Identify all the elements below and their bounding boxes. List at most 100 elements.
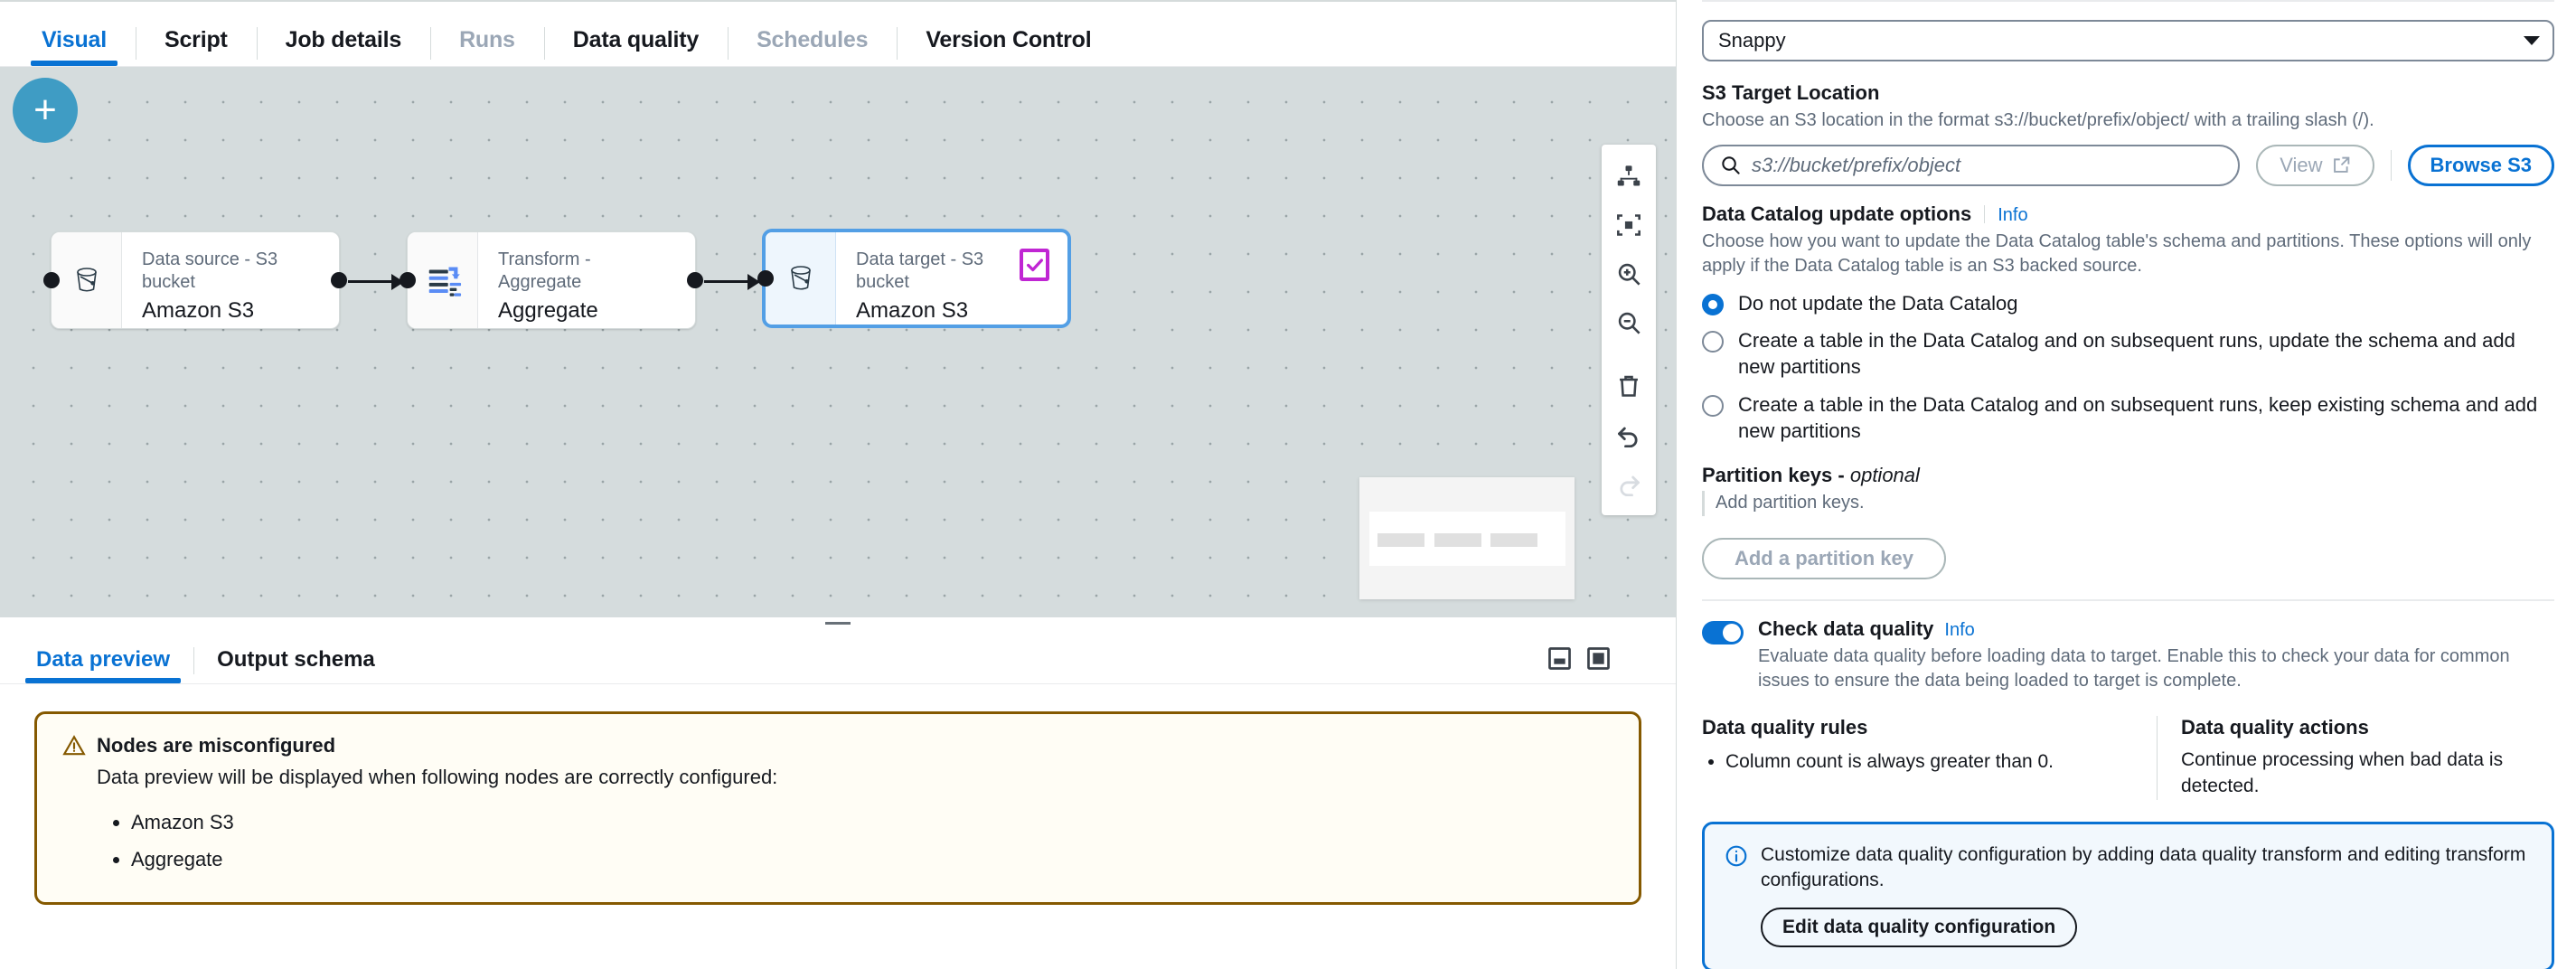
radio-option-update-schema[interactable]: Create a table in the Data Catalog and o… [1702,327,2554,381]
data-quality-actions-text: Continue processing when bad data is det… [2181,748,2504,797]
radio-option-keep-schema[interactable]: Create a table in the Data Catalog and o… [1702,391,2554,445]
split-panel-icon[interactable] [1547,646,1572,671]
node-title: Aggregate [498,298,598,323]
tab-visual[interactable]: Visual [13,29,136,66]
nodes-misconfigured-alert: Nodes are misconfigured Data preview wil… [34,711,1641,906]
data-quality-summary: Data quality rules Column count is alway… [1702,715,2554,800]
chevron-down-icon [2524,36,2540,45]
panel-top-divider [1702,0,2554,2]
optional-suffix: optional [1849,464,1920,487]
customize-data-quality-alert: Customize data quality configuration by … [1702,821,2554,969]
info-icon [1725,845,1747,866]
node-body: Data source - S3 bucket Amazon S3 [122,232,339,328]
tab-version-control[interactable]: Version Control [897,27,1120,66]
tab-data-quality[interactable]: Data quality [543,27,728,66]
zoom-out-icon[interactable] [1602,298,1656,347]
search-icon [1722,156,1740,174]
catalog-options-label: Data Catalog update options [1702,202,1972,225]
catalog-options-label-row: Data Catalog update options Info [1702,202,2554,226]
tab-data-preview[interactable]: Data preview [13,649,193,683]
redo-icon [1602,459,1656,508]
node-body: Transform - Aggregate Aggregate [478,232,695,328]
radio-button[interactable] [1702,293,1724,315]
auto-layout-icon[interactable] [1602,152,1656,201]
catalog-info-link[interactable]: Info [1998,204,2028,225]
data-quality-info-link[interactable]: Info [1944,619,1975,640]
list-item: Column count is always greater than 0. [1725,748,2137,775]
list-item: Aggregate [131,841,1615,879]
aggregate-icon [408,232,478,328]
check-data-quality-toggle[interactable] [1702,620,1744,644]
warning-icon [62,735,86,756]
minimap-node [1434,533,1481,547]
partition-keys-desc-row: Add partition keys. [1702,491,2554,516]
tab-runs: Runs [430,27,544,66]
tab-output-schema[interactable]: Output schema [193,647,399,683]
add-partition-key-button: Add a partition key [1702,537,1946,579]
data-quality-actions-heading: Data quality actions [2181,715,2369,739]
edit-data-quality-configuration-button[interactable]: Edit data quality configuration [1761,908,2078,948]
radio-label: Do not update the Data Catalog [1738,291,2018,315]
compression-type-select[interactable]: Snappy [1702,20,2554,61]
catalog-options-description: Choose how you want to update the Data C… [1702,230,2532,277]
node-subtitle: Data source - S3 bucket [142,249,278,292]
data-quality-rules-heading: Data quality rules [1702,715,1868,739]
tab-schedules: Schedules [728,27,897,66]
node-data-source-s3[interactable]: Data source - S3 bucket Amazon S3 [43,231,347,329]
panel-resize-handle[interactable] [0,617,1676,628]
node-input-port[interactable] [400,272,416,288]
canvas-minimap[interactable] [1359,477,1575,599]
node-output-port[interactable] [331,272,347,288]
radio-label: Create a table in the Data Catalog and o… [1738,329,2515,379]
node-data-target-s3[interactable]: Data target - S3 bucket Amazon S3 [757,230,1070,327]
node-properties-panel: Snappy S3 Target Location Choose an S3 l… [1677,0,2576,969]
add-node-button[interactable]: + [13,78,78,143]
edge-aggregate-to-target [704,280,758,283]
node-title: Amazon S3 [142,298,255,323]
preview-tab-bar: Data preview Output schema [0,628,1676,684]
check-data-quality-label: Check data quality [1758,616,1934,640]
node-subtitle: Data target - S3 bucket [856,249,984,292]
panel-layout-controls [1547,646,1611,671]
section-divider [1702,598,2554,601]
node-subtitle: Transform - Aggregate [498,249,591,292]
visual-canvas[interactable]: + Data source - S3 bucket Amazon S3 [0,67,1676,617]
view-button-label: View [2280,153,2323,176]
radio-button[interactable] [1702,394,1724,417]
s3-location-input-wrap[interactable] [1702,144,2241,186]
undo-icon[interactable] [1602,410,1656,459]
tab-job-details[interactable]: Job details [256,27,430,66]
canvas-toolbar [1602,145,1656,515]
radio-option-no-update[interactable]: Do not update the Data Catalog [1702,290,2554,316]
alert-title: Nodes are misconfigured [97,734,336,757]
radio-label: Create a table in the Data Catalog and o… [1738,392,2538,442]
zoom-in-icon[interactable] [1602,249,1656,298]
button-divider [2390,149,2392,181]
fit-to-screen-icon[interactable] [1602,201,1656,249]
node-transform-aggregate[interactable]: Transform - Aggregate Aggregate [400,231,703,329]
partition-keys-label: Partition keys - optional [1702,464,1920,487]
s3-target-location-label: S3 Target Location [1702,81,1880,104]
data-quality-rules-list: Column count is always greater than 0. [1725,748,2137,775]
full-panel-icon[interactable] [1586,646,1611,671]
data-quality-rules-col: Data quality rules Column count is alway… [1702,716,2157,800]
delete-icon[interactable] [1602,362,1656,410]
main-tab-bar: Visual Script Job details Runs Data qual… [0,0,1676,67]
s3-target-location-description: Choose an S3 location in the format s3:/… [1702,110,2374,130]
browse-s3-button[interactable]: Browse S3 [2407,144,2554,186]
node-input-port[interactable] [43,272,60,288]
data-quality-actions-col: Data quality actions Continue processing… [2157,715,2554,800]
check-data-quality-row: Check data quality Info Evaluate data qu… [1702,617,2554,694]
node-body: Data target - S3 bucket Amazon S3 [836,232,1067,325]
radio-button[interactable] [1702,331,1724,353]
check-data-quality-description: Evaluate data quality before loading dat… [1758,645,2510,691]
node-title: Amazon S3 [856,298,969,323]
tab-script[interactable]: Script [136,27,257,66]
s3-location-input[interactable] [1752,153,2223,177]
customize-dq-text: Customize data quality configuration by … [1761,843,2526,890]
node-input-port[interactable] [757,270,774,287]
node-output-port[interactable] [687,272,703,288]
toolbar-divider [1602,347,1656,362]
s3-bucket-icon [52,232,122,328]
